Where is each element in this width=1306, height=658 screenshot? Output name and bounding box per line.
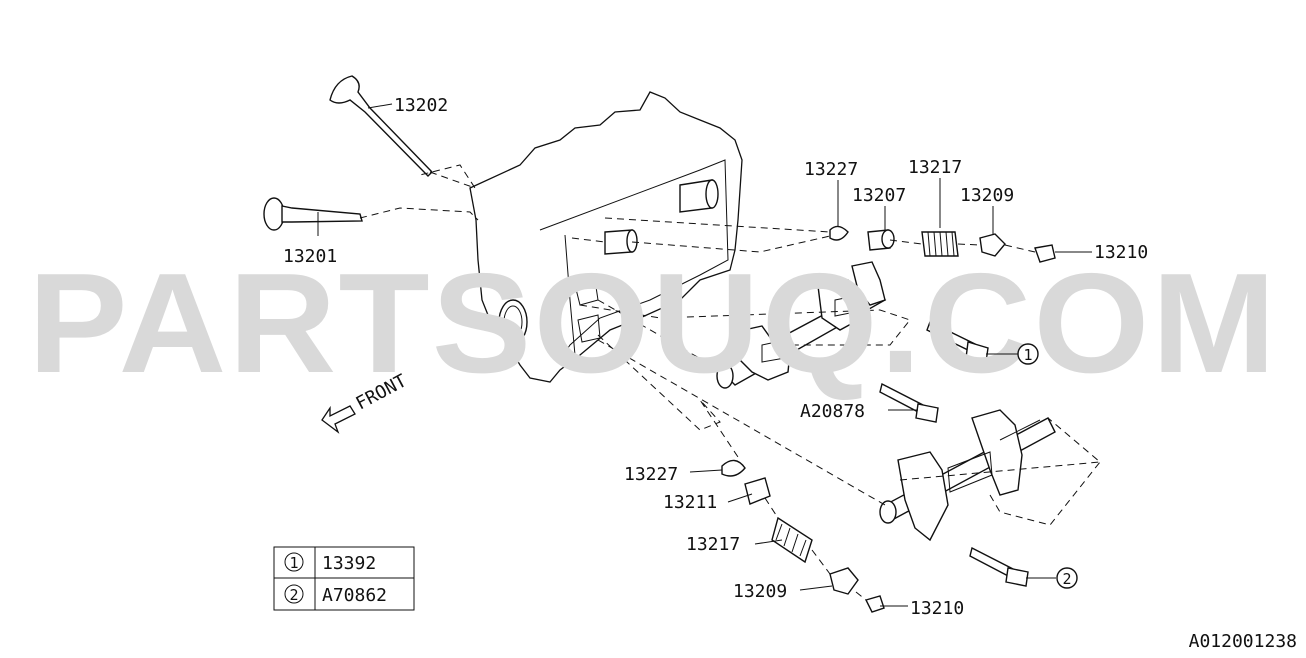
legend-part-1: 13392 xyxy=(322,553,376,574)
legend-row-1[interactable]: 1 13392 xyxy=(284,552,376,574)
callout-1[interactable]: 1 xyxy=(1017,343,1039,365)
rocker-shaft-lower xyxy=(879,409,1056,542)
callout-2-text: 2 xyxy=(1062,570,1071,588)
label-A20878[interactable]: A20878 xyxy=(800,401,865,422)
label-13201[interactable]: 13201 xyxy=(283,246,337,267)
lower-small-parts xyxy=(721,459,885,613)
legend-row-2[interactable]: 2 A70862 xyxy=(284,584,387,606)
legend-table: 1 13392 2 A70862 xyxy=(273,546,415,611)
label-13211[interactable]: 13211 xyxy=(663,492,717,513)
valve-13201 xyxy=(263,197,363,231)
label-13210-upper[interactable]: 13210 xyxy=(1094,242,1148,263)
assembly-lines xyxy=(359,164,1102,601)
legend-key-2: 2 xyxy=(289,586,298,604)
callout-1-text: 1 xyxy=(1023,346,1032,364)
callout-2[interactable]: 2 xyxy=(1056,567,1078,589)
label-13209-lower[interactable]: 13209 xyxy=(733,581,787,602)
label-13217-lower[interactable]: 13217 xyxy=(686,534,740,555)
watermark-text: PARTSOUQ.COM xyxy=(28,244,1278,403)
upper-small-parts xyxy=(829,225,1056,263)
legend-part-2: A70862 xyxy=(322,585,387,606)
valve-13202 xyxy=(329,75,433,177)
part-labels: 13202 13201 13227 13207 13217 13209 1321… xyxy=(283,95,1148,619)
bolts xyxy=(879,321,1029,587)
cylinder-head xyxy=(469,91,743,383)
label-13227-lower[interactable]: 13227 xyxy=(624,464,678,485)
label-13202[interactable]: 13202 xyxy=(394,95,448,116)
label-13227-upper[interactable]: 13227 xyxy=(804,159,858,180)
label-13207[interactable]: 13207 xyxy=(852,185,906,206)
label-13217-upper[interactable]: 13217 xyxy=(908,157,962,178)
label-13209-upper[interactable]: 13209 xyxy=(960,185,1014,206)
diagram-id: A012001238 xyxy=(1189,631,1297,652)
legend-key-1: 1 xyxy=(289,554,298,572)
rocker-shaft-upper xyxy=(716,261,887,389)
label-13210-lower[interactable]: 13210 xyxy=(910,598,964,619)
leader-lines xyxy=(317,103,1092,607)
